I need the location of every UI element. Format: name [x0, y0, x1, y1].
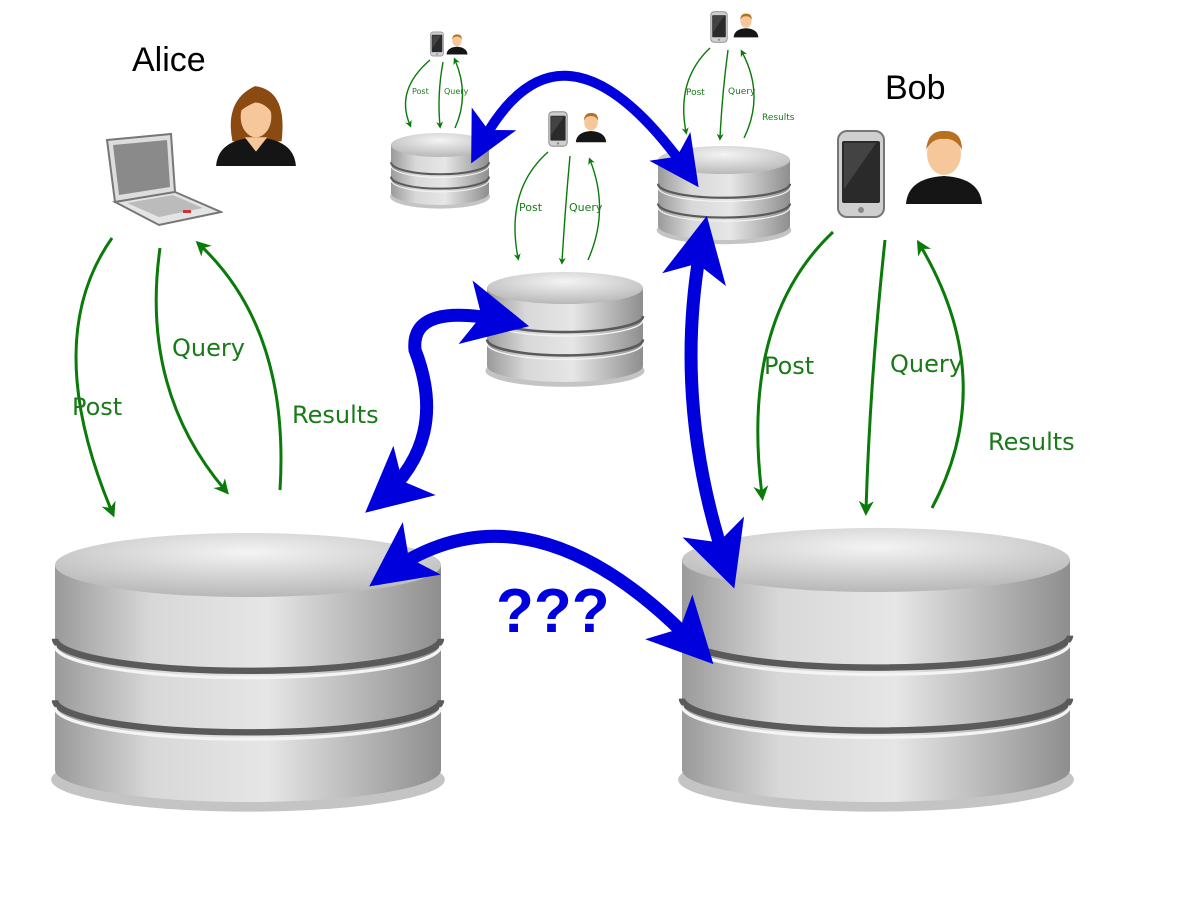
smartphone-icon	[710, 11, 728, 43]
database-icon	[485, 272, 645, 387]
laptop-icon	[106, 133, 222, 226]
query-arrow	[858, 239, 887, 516]
man-avatar-icon	[575, 112, 607, 143]
alice-label: Alice	[132, 41, 206, 79]
post-arrow	[753, 230, 835, 501]
query-label: Query	[890, 350, 963, 378]
query-arrow	[716, 49, 729, 141]
results-label: Results	[762, 113, 795, 123]
post-arrow	[404, 59, 431, 128]
results-arrow	[453, 57, 464, 129]
post-label: Post	[72, 393, 122, 421]
query-label: Query	[444, 87, 469, 96]
post-label: Post	[686, 88, 705, 98]
database-icon	[678, 528, 1074, 812]
post-label: Post	[412, 87, 429, 96]
database-icon	[390, 133, 490, 209]
sync-arrow	[471, 70, 699, 188]
man-avatar-icon	[733, 13, 759, 38]
results-arrow	[916, 239, 965, 509]
sync-arrow	[365, 280, 530, 513]
man-avatar-icon	[446, 34, 468, 55]
results-arrow	[740, 49, 755, 139]
sync-arrow-unknown	[369, 522, 714, 665]
bob-label: Bob	[885, 69, 946, 107]
post-label: Post	[764, 352, 814, 380]
smartphone-icon	[836, 129, 886, 219]
results-label: Results	[988, 428, 1075, 456]
sync-arrow	[662, 215, 745, 589]
smartphone-icon	[430, 31, 444, 57]
post-label: Post	[519, 201, 543, 214]
man-avatar-icon	[906, 130, 982, 204]
post-arrow	[74, 237, 116, 518]
unknown-sync-label: ???	[496, 577, 610, 646]
smartphone-icon	[548, 111, 568, 147]
query-label: Query	[172, 334, 245, 362]
results-label: Results	[292, 401, 379, 429]
query-label: Query	[569, 201, 603, 214]
query-arrow	[154, 247, 229, 495]
results-arrow	[195, 240, 283, 491]
query-label: Query	[728, 87, 756, 97]
query-arrow	[436, 61, 444, 129]
woman-avatar-icon	[216, 86, 296, 166]
